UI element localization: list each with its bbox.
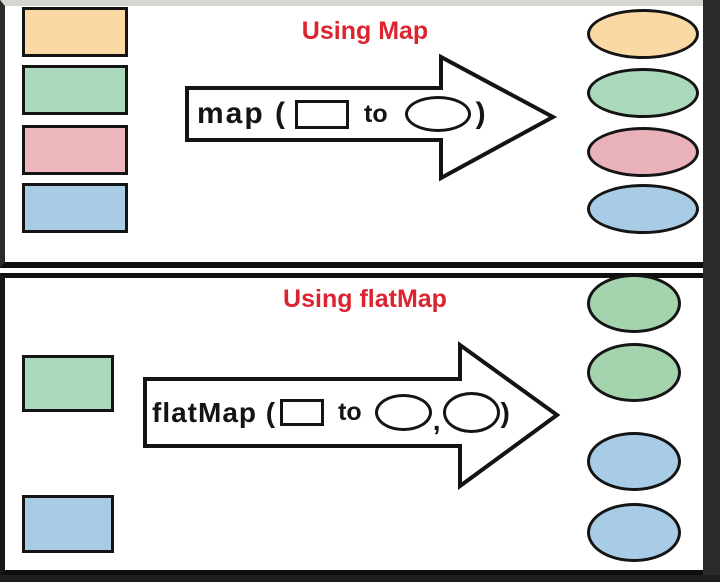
flatmap-output-ellipse-green <box>587 274 681 333</box>
map-arrow-label: map ( to ) <box>197 88 537 140</box>
map-panel-title: Using Map <box>301 17 429 45</box>
map-arrow-icon <box>185 53 558 182</box>
flatmap-close-paren-label: ) <box>500 396 510 428</box>
map-output-ellipse-orange <box>587 9 699 59</box>
map-output-ellipse-green <box>587 68 699 118</box>
map-square-glyph-icon <box>295 99 350 129</box>
flatmap-output-ellipse-blue <box>587 503 681 562</box>
map-to-label: to <box>364 99 388 128</box>
flatmap-arrow-label: flatMap ( to , ) <box>152 379 552 446</box>
map-input-rectangle-green <box>22 65 128 115</box>
flatmap-function-label: flatMap ( <box>152 396 277 428</box>
dark-frame-bottom <box>0 575 720 582</box>
map-input-rectangle-blue <box>22 183 128 233</box>
flatmap-output-ellipse-green <box>587 343 681 402</box>
map-panel: Using Map map ( to ) <box>0 0 703 268</box>
map-input-rectangle-orange <box>22 7 128 57</box>
flatmap-arrow-icon <box>143 341 561 490</box>
flatmap-to-label: to <box>338 398 362 426</box>
dark-frame-right <box>703 0 720 582</box>
flatmap-panel-title: Using flatMap <box>283 285 447 313</box>
flatmap-panel: Using flatMap flatMap ( to , ) <box>0 273 703 576</box>
flatmap-input-rectangle-green <box>22 355 114 412</box>
flatmap-ellipse-glyph-icon <box>442 392 500 433</box>
map-output-ellipse-blue <box>587 184 699 234</box>
flatmap-comma-label: , <box>432 404 441 436</box>
flatmap-ellipse-glyph-icon <box>374 394 432 431</box>
flatmap-square-glyph-icon <box>280 399 325 426</box>
map-close-paren-label: ) <box>475 97 486 130</box>
flatmap-input-rectangle-blue <box>22 495 114 553</box>
map-function-label: map ( <box>197 97 288 130</box>
flatmap-output-ellipse-blue <box>587 432 681 491</box>
map-input-rectangle-pink <box>22 125 128 175</box>
map-ellipse-glyph-icon <box>404 96 471 132</box>
map-output-ellipse-pink <box>587 127 699 177</box>
